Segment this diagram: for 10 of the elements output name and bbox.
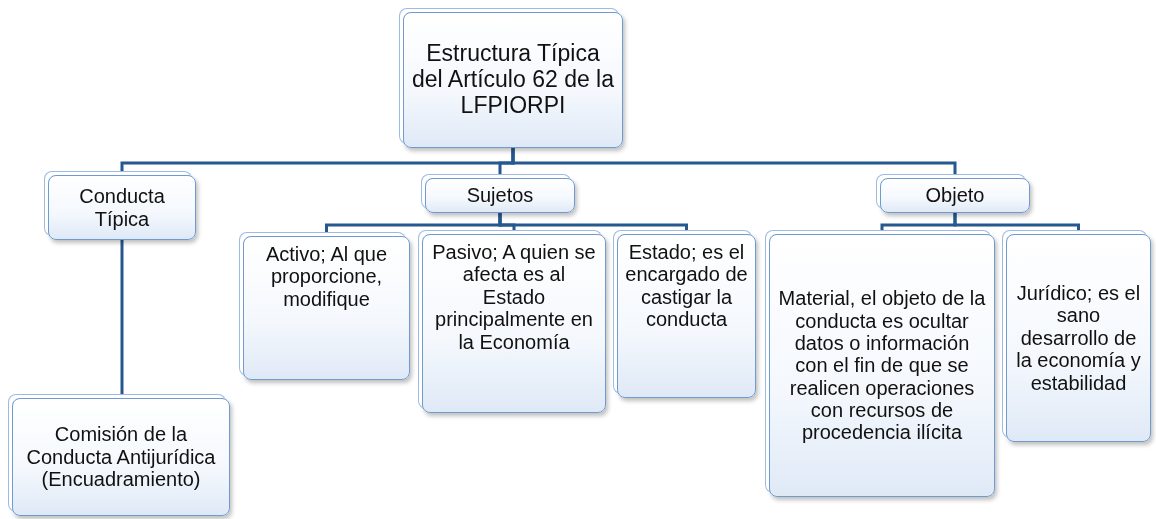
box-text: Material, el objeto de la conducta es ocultar datos o información con el fin de que se realicen operaciones con recursos de procedencia ilícita: [777, 287, 987, 444]
box-text: Comisión de la Conducta Antijurídica (Encuadramiento): [25, 423, 217, 491]
box-text: Pasivo; A quien se afecta es al Estado principalmente en la Economía: [431, 241, 597, 353]
box-text: Jurídico; es el sano desarrollo de la economía y estabilidad: [1015, 282, 1142, 394]
box-text: Activo; Al que proporcione, modifique: [264, 243, 389, 311]
box-text: Objeto: [925, 184, 985, 207]
box-text: Estructura Típica del Artículo 62 de la LFPIORPI: [411, 41, 615, 119]
box-text: Estado; es el encargado de castigar la conducta: [624, 241, 749, 331]
box-text: Conducta Típica: [78, 185, 166, 230]
box-text: Sujetos: [466, 184, 534, 207]
